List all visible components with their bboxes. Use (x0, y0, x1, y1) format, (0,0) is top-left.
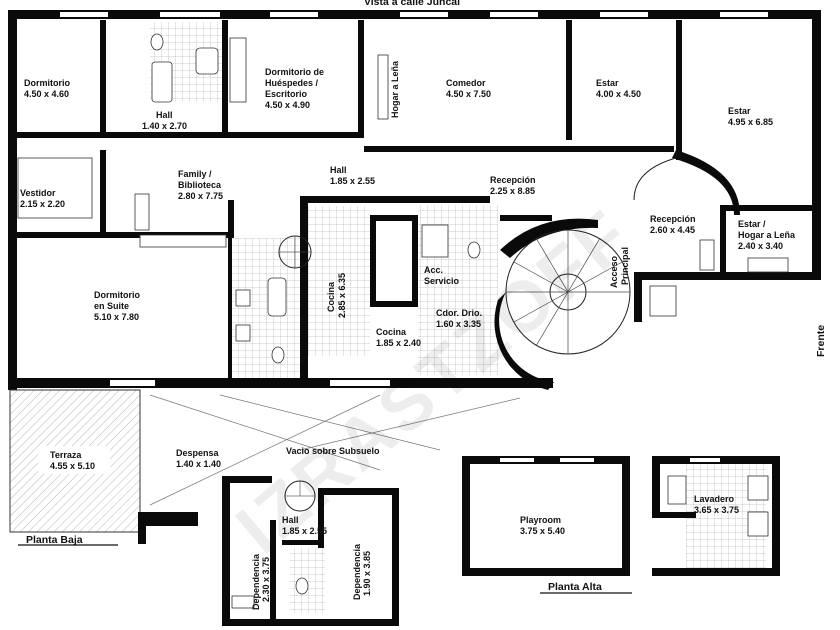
estar-hogar-size: 2.40 x 3.40 (738, 241, 783, 251)
estar2-name: Estar (728, 106, 751, 116)
cdor-name: Cdor. Drio. (436, 308, 482, 318)
huespedes-size: 4.50 x 4.90 (265, 100, 310, 110)
floor-label-alta: Planta Alta (548, 581, 602, 593)
hall-mid-size: 1.85 x 2.55 (330, 176, 375, 186)
suite-name2: en Suite (94, 301, 129, 311)
estar1-name: Estar (596, 78, 619, 88)
void-label: Vacio sobre Subsuelo (286, 446, 380, 456)
family-name1: Family / (178, 169, 212, 179)
cocina-v-size: 2.85 x 6.35 (337, 273, 347, 318)
acceso-name1: Acceso (609, 255, 619, 288)
recepcion1-name: Recepción (490, 175, 536, 185)
street-view-label: Vista a calle Juncal (364, 0, 460, 8)
dependencia1-size: 2.30 x 3.75 (261, 557, 271, 602)
cocina-h-name: Cocina (376, 327, 407, 337)
huespedes-name2: Huéspedes / (265, 78, 319, 88)
playroom-size: 3.75 x 5.40 (520, 526, 565, 536)
huespedes-name1: Dormitorio de (265, 67, 324, 77)
playroom-walls (462, 456, 630, 576)
room-labels: Dormitorio 4.50 x 4.60 Hall 1.40 x 2.70 … (20, 60, 796, 610)
suite-size: 5.10 x 7.80 (94, 312, 139, 322)
hall-low-name: Hall (282, 515, 299, 525)
estar-hogar-name2: Hogar a Leña (738, 230, 796, 240)
terraza-size: 4.55 x 5.10 (50, 461, 95, 471)
dormitorio-name: Dormitorio (24, 78, 71, 88)
hall-top-size: 1.40 x 2.70 (142, 121, 187, 131)
floor-label-baja: Planta Baja (26, 534, 83, 546)
tiled-areas (150, 22, 766, 613)
cocina-v-name: Cocina (326, 281, 336, 312)
lavadero-size: 3.65 x 3.75 (694, 505, 739, 515)
acceso-name2: Principal (620, 247, 630, 285)
estar2-size: 4.95 x 6.85 (728, 117, 773, 127)
main-floor-walls (8, 10, 821, 390)
acc-servicio-name2: Servicio (424, 276, 460, 286)
hall-low-size: 1.85 x 2.55 (282, 526, 327, 536)
comedor-size: 4.50 x 7.50 (446, 89, 491, 99)
laundry-walls (652, 456, 780, 576)
vestidor-size: 2.15 x 2.20 (20, 199, 65, 209)
comedor-name: Comedor (446, 78, 486, 88)
huespedes-name3: Escritorio (265, 89, 308, 99)
dependencia2-size: 1.90 x 3.85 (362, 551, 372, 596)
recepcion1-size: 2.25 x 8.85 (490, 186, 535, 196)
dependencia1-name: Dependencia (251, 553, 261, 610)
dependencia2-name: Dependencia (352, 543, 362, 600)
void-lines (149, 394, 521, 506)
despensa-name: Despensa (176, 448, 220, 458)
frente-label: Frente (815, 325, 827, 357)
reception-curve (633, 150, 740, 215)
estar1-size: 4.00 x 4.50 (596, 89, 641, 99)
terrace (9, 389, 141, 533)
vestidor-name: Vestidor (20, 188, 56, 198)
estar-hogar-name1: Estar / (738, 219, 766, 229)
acc-servicio-name1: Acc. (424, 265, 443, 275)
cocina-h-size: 1.85 x 2.40 (376, 338, 421, 348)
service-wing-walls (138, 476, 399, 626)
family-name2: Biblioteca (178, 180, 222, 190)
recepcion2-size: 2.60 x 4.45 (650, 225, 695, 235)
fixtures (17, 33, 789, 609)
hall-mid-name: Hall (330, 165, 347, 175)
hogar-lena-label: Hogar a Leña (390, 60, 400, 118)
cdor-size: 1.60 x 3.35 (436, 319, 481, 329)
family-size: 2.80 x 7.75 (178, 191, 223, 201)
terraza-name: Terraza (50, 450, 82, 460)
hall-top-name: Hall (156, 110, 173, 120)
spiral-staircase (278, 218, 631, 512)
suite-name1: Dormitorio (94, 290, 141, 300)
despensa-size: 1.40 x 1.40 (176, 459, 221, 469)
recepcion2-name: Recepción (650, 214, 696, 224)
playroom-name: Playroom (520, 515, 561, 525)
lavadero-name: Lavadero (694, 494, 735, 504)
dormitorio-size: 4.50 x 4.60 (24, 89, 69, 99)
